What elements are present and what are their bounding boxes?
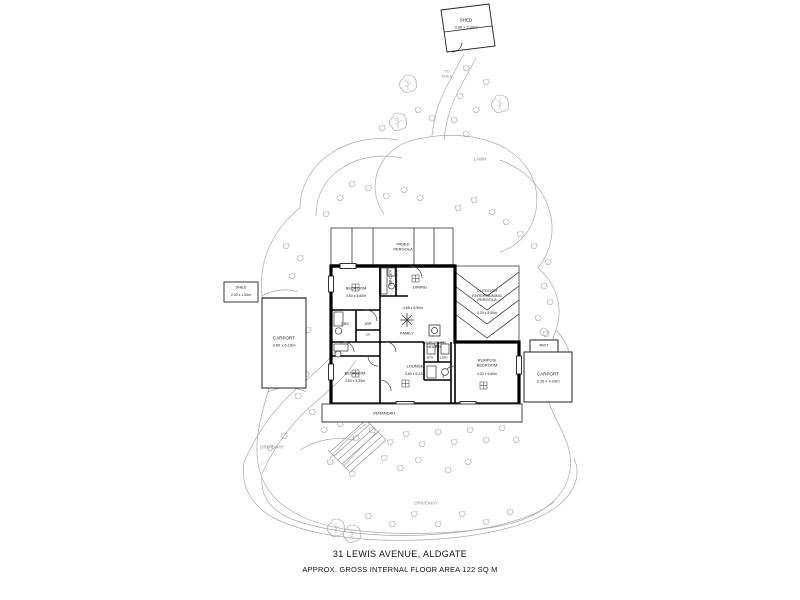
shed-left-outline	[223, 281, 259, 303]
plan-subtitle: APPROX. GROSS INTERNAL FLOOR AREA 122 SQ…	[302, 565, 498, 574]
shed-top-outline	[440, 3, 496, 53]
plan-title: 31 LEWIS AVENUE, ALDGATE	[332, 549, 468, 559]
paved-pergola-outline	[330, 227, 454, 267]
carport-left-outline	[261, 297, 307, 389]
outdoor-pergola-outline	[454, 265, 520, 343]
carport-right-outline	[523, 327, 573, 403]
verandah-outline	[321, 403, 523, 423]
